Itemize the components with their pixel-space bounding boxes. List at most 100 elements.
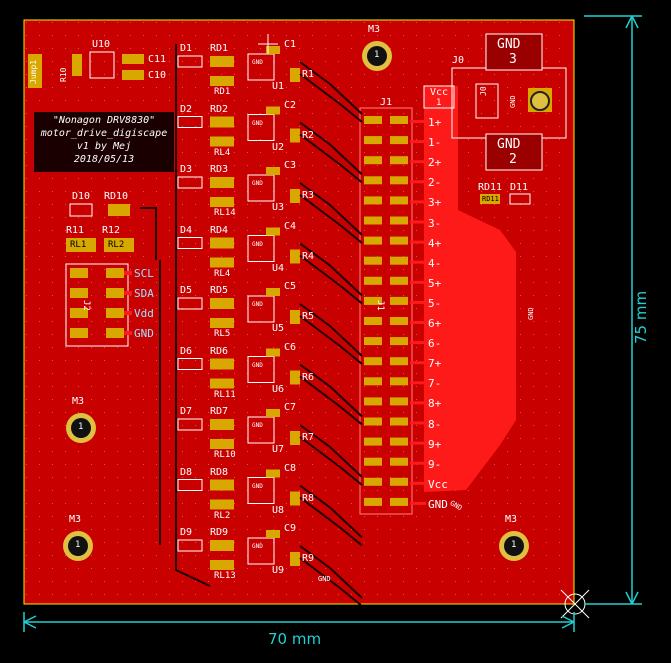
grid-dot xyxy=(52,581,53,582)
grid-dot xyxy=(260,87,261,88)
grid-dot xyxy=(442,594,443,595)
grid-dot xyxy=(286,152,287,153)
mounting-hole-ref: M3 xyxy=(69,514,82,525)
grid-dot xyxy=(494,87,495,88)
connector-j1-pad xyxy=(390,397,408,406)
i2c-pad xyxy=(70,308,88,318)
grid-dot xyxy=(390,347,391,348)
grid-dot xyxy=(195,321,196,322)
grid-dot xyxy=(247,386,248,387)
grid-dot xyxy=(143,217,144,218)
grid-dot xyxy=(299,22,300,23)
grid-dot xyxy=(520,269,521,270)
grid-dot xyxy=(312,464,313,465)
grid-dot xyxy=(39,48,40,49)
driver-ic-ref: U3 xyxy=(272,202,285,213)
grid-dot xyxy=(221,464,222,465)
grid-dot xyxy=(312,126,313,127)
grid-dot xyxy=(390,412,391,413)
grid-dot xyxy=(325,581,326,582)
connector-j1-pad xyxy=(364,296,382,305)
grid-dot xyxy=(78,373,79,374)
grid-dot xyxy=(182,256,183,257)
grid-dot xyxy=(156,295,157,296)
connector-j1-ref-inner: J1 xyxy=(375,300,385,311)
grid-dot xyxy=(104,360,105,361)
grid-dot xyxy=(390,451,391,452)
grid-dot xyxy=(546,126,547,127)
sense-resistor-ref: R1 xyxy=(302,69,315,80)
grid-dot xyxy=(169,230,170,231)
grid-dot xyxy=(104,178,105,179)
grid-dot xyxy=(182,35,183,36)
rd-pad xyxy=(210,116,234,128)
grid-dot xyxy=(559,126,560,127)
grid-dot xyxy=(520,230,521,231)
grid-dot xyxy=(455,581,456,582)
capacitor-pad xyxy=(266,46,280,54)
r10-pad xyxy=(72,54,82,76)
grid-dot xyxy=(325,412,326,413)
grid-dot xyxy=(559,334,560,335)
grid-dot xyxy=(351,269,352,270)
grid-dot xyxy=(351,399,352,400)
grid-dot xyxy=(546,243,547,244)
grid-dot xyxy=(208,87,209,88)
connector-trace xyxy=(410,321,426,324)
grid-dot xyxy=(559,321,560,322)
grid-dot xyxy=(520,451,521,452)
grid-dot xyxy=(195,438,196,439)
grid-dot xyxy=(273,464,274,465)
grid-dot xyxy=(208,347,209,348)
grid-dot xyxy=(78,48,79,49)
i2c-pad xyxy=(70,288,88,298)
grid-dot xyxy=(260,490,261,491)
grid-dot xyxy=(520,581,521,582)
grid-dot xyxy=(442,48,443,49)
grid-dot xyxy=(338,360,339,361)
grid-dot xyxy=(546,282,547,283)
grid-dot xyxy=(130,256,131,257)
grid-dot xyxy=(234,334,235,335)
grid-dot xyxy=(65,490,66,491)
grid-dot xyxy=(325,373,326,374)
grid-dot xyxy=(208,152,209,153)
grid-dot xyxy=(533,282,534,283)
grid-dot xyxy=(507,230,508,231)
connector-pin-label: 5- xyxy=(428,296,442,310)
grid-dot xyxy=(416,139,417,140)
grid-dot xyxy=(234,555,235,556)
grid-dot xyxy=(104,555,105,556)
grid-dot xyxy=(156,347,157,348)
grid-dot xyxy=(325,191,326,192)
grid-dot xyxy=(65,464,66,465)
grid-dot xyxy=(26,568,27,569)
grid-dot xyxy=(143,87,144,88)
grid-dot xyxy=(39,477,40,478)
grid-dot xyxy=(494,74,495,75)
grid-dot xyxy=(52,438,53,439)
capacitor-pad xyxy=(266,409,280,417)
grid-dot xyxy=(312,22,313,23)
grid-dot xyxy=(468,594,469,595)
grid-dot xyxy=(104,191,105,192)
grid-dot xyxy=(221,35,222,36)
grid-dot xyxy=(169,100,170,101)
grid-dot xyxy=(481,529,482,530)
jack-gnd-bottom-num: 2 xyxy=(509,152,517,167)
grid-dot xyxy=(26,360,27,361)
jack-gnd-top-num: 3 xyxy=(509,52,517,67)
grid-dot xyxy=(559,178,560,179)
grid-dot xyxy=(468,204,469,205)
grid-dot xyxy=(143,295,144,296)
grid-dot xyxy=(299,542,300,543)
grid-dot xyxy=(195,74,196,75)
grid-dot xyxy=(338,438,339,439)
grid-dot xyxy=(130,308,131,309)
grid-dot xyxy=(156,568,157,569)
grid-dot xyxy=(117,22,118,23)
grid-dot xyxy=(546,217,547,218)
grid-dot xyxy=(26,425,27,426)
grid-dot xyxy=(39,581,40,582)
grid-dot xyxy=(559,87,560,88)
